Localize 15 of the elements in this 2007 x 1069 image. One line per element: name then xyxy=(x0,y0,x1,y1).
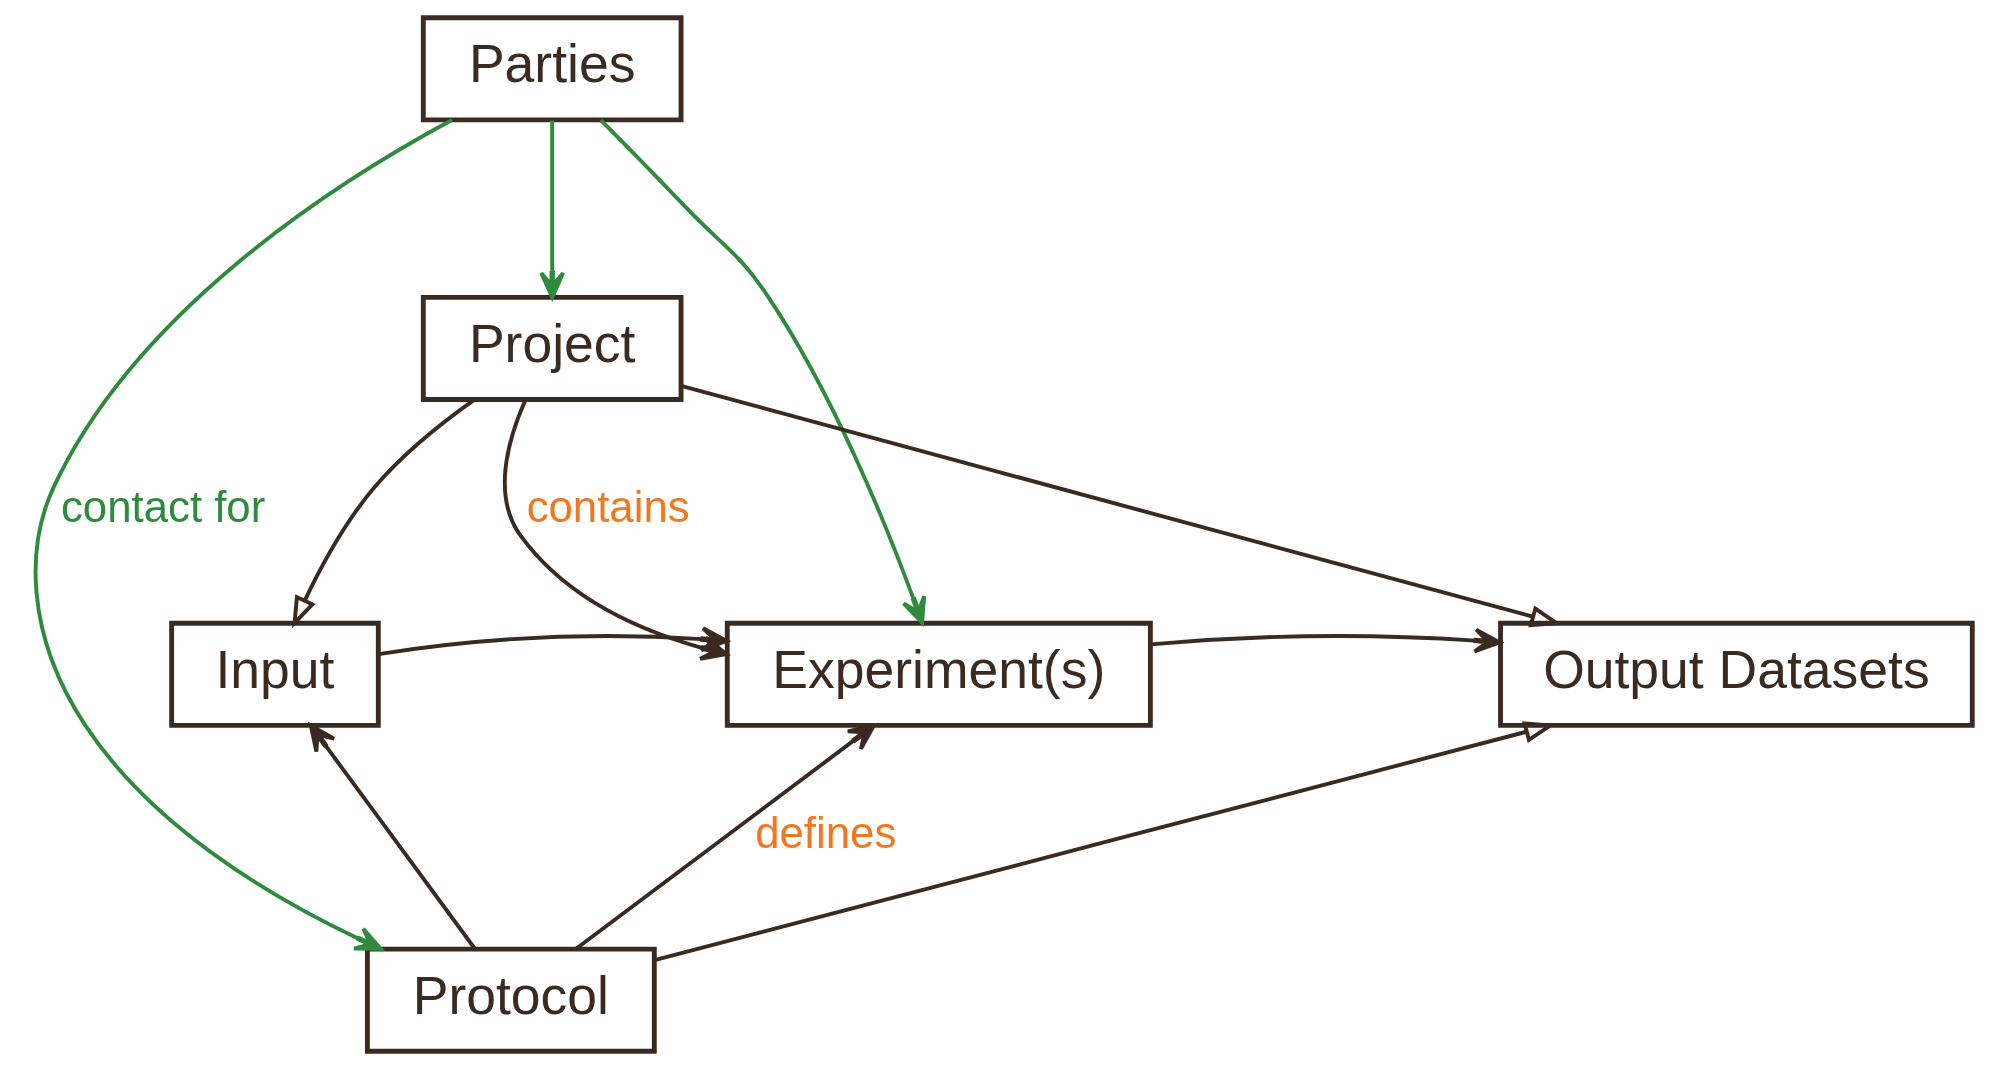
node-box: Experiment(s) xyxy=(724,620,1153,728)
arrow xyxy=(539,120,566,300)
node-box: Input xyxy=(169,620,381,728)
arrow xyxy=(33,118,453,951)
arrow xyxy=(599,118,927,625)
edge-label: contact for xyxy=(60,482,266,532)
edge-label: contains xyxy=(526,482,690,532)
node-box: Parties xyxy=(420,15,684,123)
node-box: Protocol xyxy=(364,946,657,1054)
arrow xyxy=(1150,627,1502,654)
node-box: Project xyxy=(420,295,684,402)
arrow xyxy=(308,723,477,950)
node-box: Output Datasets xyxy=(1498,620,1975,728)
arrow xyxy=(378,626,729,657)
edge-label: defines xyxy=(755,807,897,857)
